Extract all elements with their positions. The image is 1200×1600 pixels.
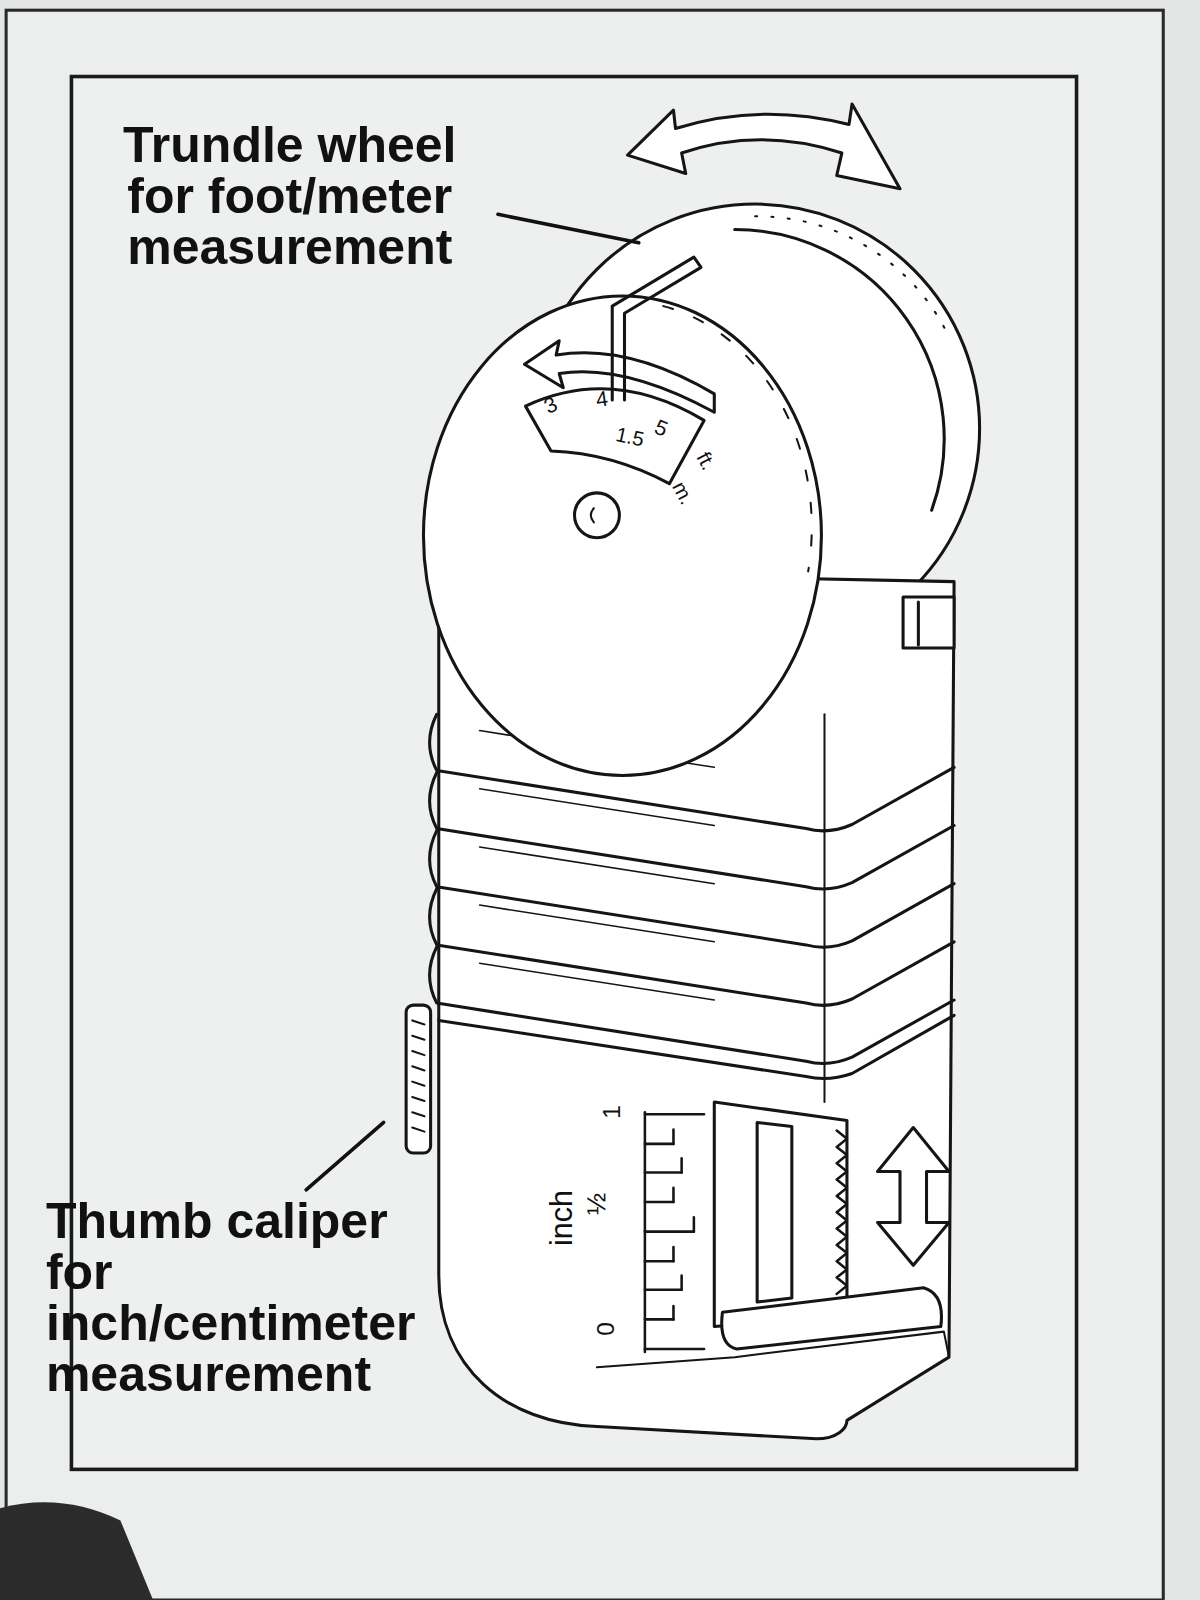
scale-number: 0 [594, 1322, 618, 1336]
inch-scale [645, 1112, 704, 1352]
rotate-arrow [628, 104, 900, 189]
thumb-shadow [0, 1502, 153, 1600]
slider-slot [714, 1102, 847, 1326]
dial-window [526, 389, 705, 484]
thumb-grip [406, 1005, 430, 1153]
wheel-highlight [755, 216, 949, 336]
dial-number: 5 [652, 416, 671, 440]
unit-label: ft. [693, 449, 719, 474]
grip-serrations [412, 1020, 424, 1131]
slider-foot [722, 1288, 942, 1349]
leader-line [498, 214, 639, 243]
grip-ribs [430, 714, 954, 1078]
dial-number: 3 [541, 394, 561, 418]
callout-label: Trundle wheel for foot/meter measurement [90, 120, 490, 273]
dial-hub [574, 493, 619, 538]
slider-teeth [837, 1131, 847, 1294]
leader-line [306, 1122, 384, 1189]
scale-number: ½ [583, 1193, 610, 1215]
callout-label: Thumb caliper for inch/centimeter measur… [46, 1196, 446, 1400]
pointer-wire [612, 257, 701, 400]
scale-unit: inch [546, 1190, 577, 1246]
figure-frame [71, 77, 1076, 1470]
scale-number: 1 [600, 1105, 624, 1119]
side-notch [903, 597, 954, 648]
page-sheet [6, 10, 1163, 1600]
dial-number: 1.5 [614, 424, 646, 450]
slide-arrow [878, 1128, 949, 1266]
hub-mark [591, 508, 594, 522]
dial-disc [423, 296, 821, 776]
unit-label: m. [668, 478, 697, 508]
dial-number: 4 [595, 389, 610, 412]
notch-line [917, 602, 920, 645]
body-corner [823, 714, 825, 1102]
slider-stem [757, 1122, 792, 1302]
